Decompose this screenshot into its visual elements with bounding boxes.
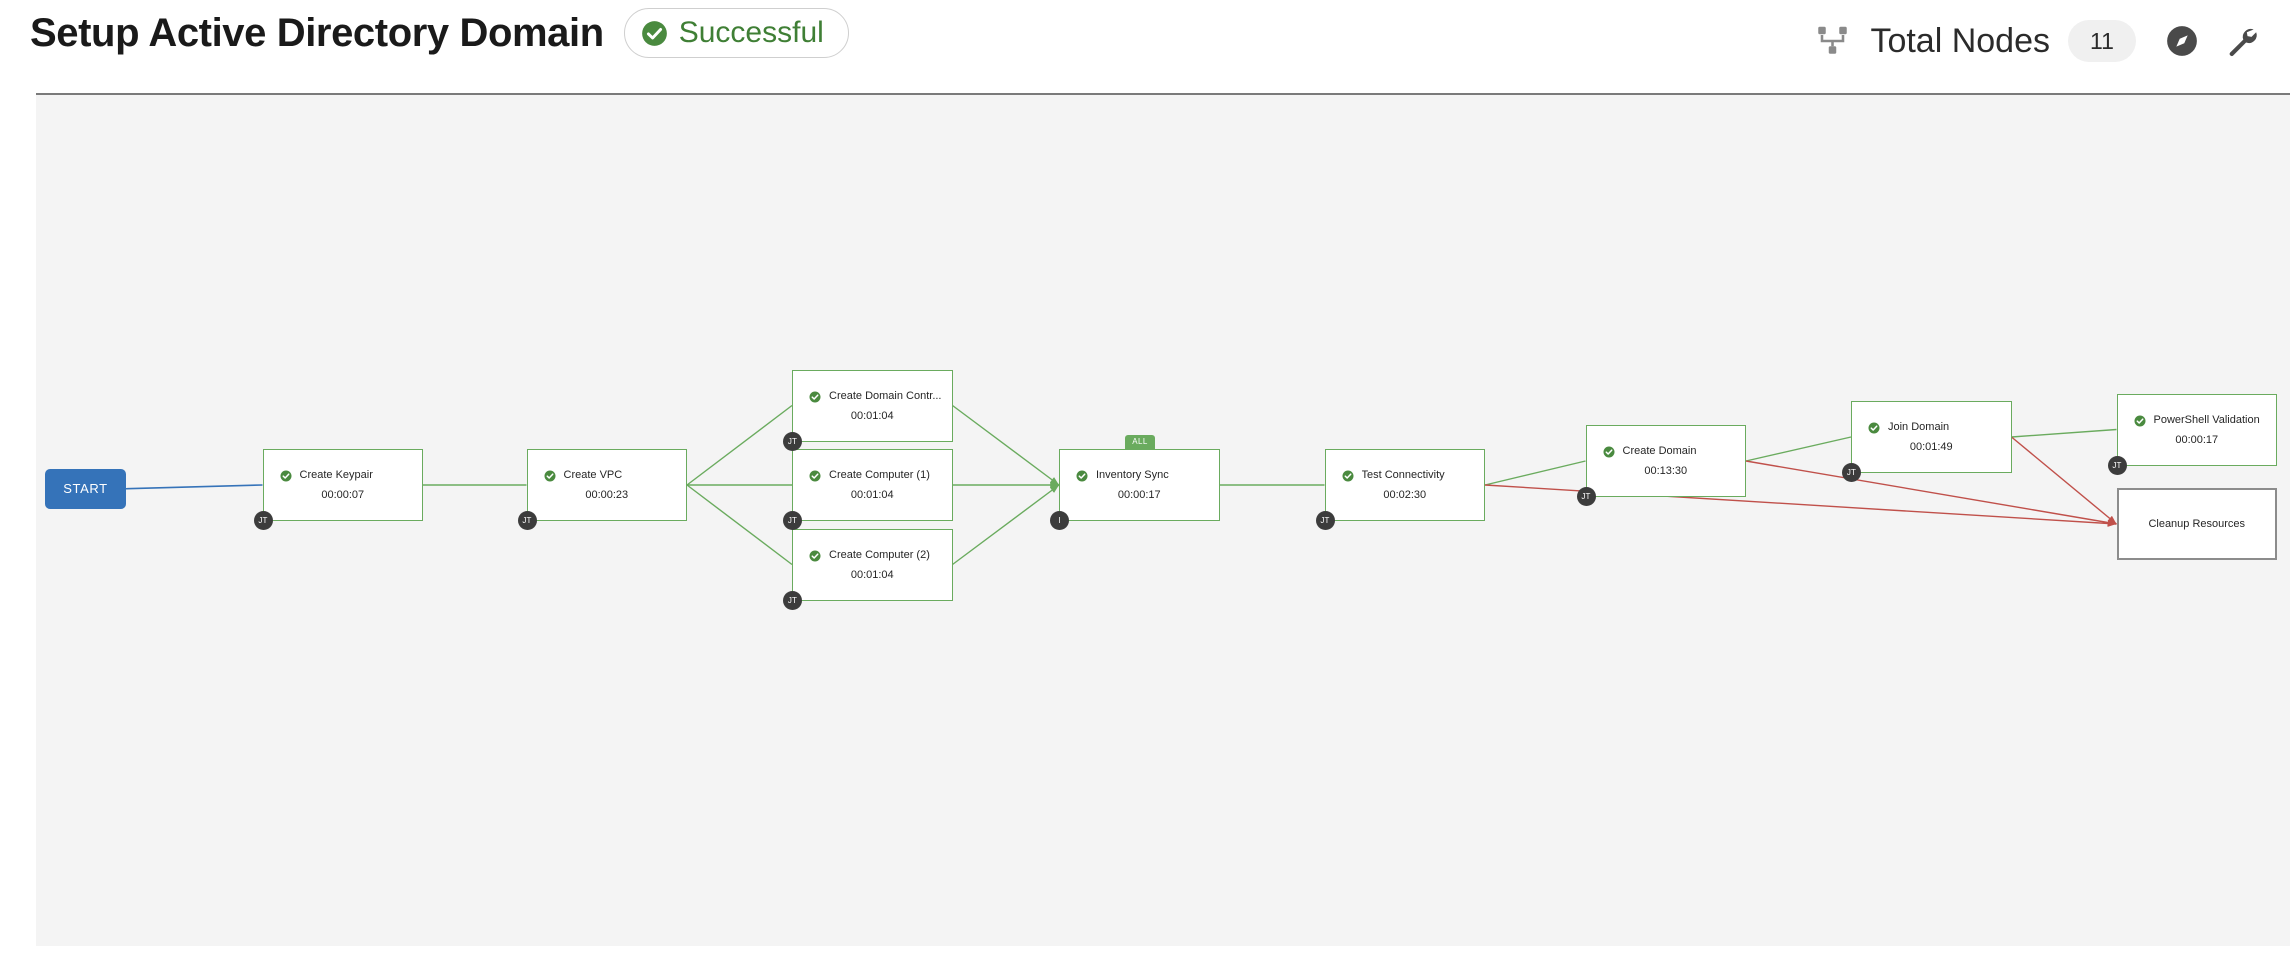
- check-circle-icon: [809, 390, 821, 402]
- check-circle-icon: [641, 20, 668, 47]
- edge-join-domain-to-powershell-validation: [2011, 428, 2117, 438]
- node-type-badge-create-computer-2[interactable]: JT: [783, 590, 802, 610]
- node-title-row: Create VPC: [528, 469, 687, 482]
- edge-create-domain-to-cleanup-resources: [1745, 460, 2117, 526]
- edge-create-domain-to-join-domain: [1745, 436, 1852, 462]
- page-header: Setup Active Directory Domain Successful…: [0, 0, 2290, 94]
- node-cleanup-resources[interactable]: Cleanup Resources: [2116, 488, 2277, 560]
- node-title-row: Cleanup Resources: [2119, 518, 2276, 530]
- node-title-row: PowerShell Validation: [2118, 414, 2277, 426]
- header-divider: [36, 93, 2290, 95]
- sitemap-icon: [1816, 23, 1852, 59]
- node-title-row: Create Computer (1): [793, 469, 952, 482]
- node-create-domain[interactable]: Create Domain 00:13:30: [1585, 425, 1746, 497]
- node-label: PowerShell Validation: [2153, 413, 2260, 426]
- total-nodes-count: 11: [2068, 20, 2136, 62]
- header-right-group: Total Nodes 11: [1816, 6, 2264, 76]
- node-elapsed-time: 00:00:07: [321, 489, 365, 501]
- check-circle-icon: [809, 549, 821, 561]
- node-title-row: Create Domain: [1587, 445, 1746, 458]
- node-create-keypair[interactable]: Create Keypair 00:00:07: [262, 449, 423, 521]
- edge-create-domain-controller-to-inventory-sync: [952, 404, 1060, 486]
- node-label: Create Computer (2): [829, 548, 930, 561]
- node-elapsed-time: 00:00:23: [585, 489, 629, 501]
- total-nodes-label: Total Nodes: [1870, 21, 2050, 60]
- node-elapsed-time: 00:00:17: [1117, 489, 1161, 501]
- node-label: Create Computer (1): [829, 469, 930, 481]
- check-circle-icon: [2134, 414, 2146, 426]
- node-inventory-sync[interactable]: Inventory Sync 00:00:17: [1059, 449, 1220, 521]
- node-label: Create Domain: [1622, 445, 1697, 457]
- edge-layer: [125, 404, 2117, 566]
- convergence-badge-inventory-sync: ALL: [1125, 435, 1155, 449]
- node-type-badge-create-computer-1[interactable]: JT: [783, 511, 802, 530]
- node-type-badge-powershell-validation[interactable]: JT: [2107, 455, 2127, 475]
- node-elapsed-time: 00:02:30: [1383, 489, 1427, 501]
- node-title-row: Inventory Sync: [1060, 469, 1219, 482]
- node-label: Create VPC: [563, 469, 623, 481]
- node-create-vpc[interactable]: Create VPC 00:00:23: [526, 449, 687, 521]
- edge-test-connectivity-to-create-domain: [1484, 460, 1586, 486]
- check-circle-icon: [1603, 445, 1615, 458]
- check-circle-icon: [544, 469, 556, 482]
- node-join-domain[interactable]: Join Domain 00:01:49: [1851, 401, 2012, 473]
- header-left-group: Setup Active Directory Domain Successful: [30, 8, 849, 58]
- node-type-badge-inventory-sync[interactable]: I: [1050, 511, 1069, 530]
- page-title: Setup Active Directory Domain: [30, 10, 604, 55]
- node-title-row: Create Computer (2): [793, 549, 952, 561]
- status-badge: Successful: [623, 8, 849, 58]
- node-elapsed-time: 00:01:04: [850, 409, 894, 422]
- node-label: Create Domain Contr...: [829, 389, 942, 402]
- check-circle-icon: [1076, 469, 1088, 482]
- node-create-computer-1[interactable]: Create Computer (1) 00:01:04: [792, 449, 953, 521]
- status-badge-label: Successful: [678, 16, 824, 49]
- node-type-badge-create-keypair[interactable]: JT: [253, 511, 273, 530]
- wrench-icon[interactable]: [2220, 19, 2264, 63]
- node-type-badge-test-connectivity[interactable]: JT: [1315, 511, 1335, 530]
- node-elapsed-time: 00:13:30: [1644, 465, 1688, 477]
- node-test-connectivity[interactable]: Test Connectivity 00:02:30: [1324, 449, 1485, 521]
- check-circle-icon: [809, 469, 821, 482]
- node-elapsed-time: 00:01:49: [1909, 441, 1953, 453]
- edge-create-computer-2-to-inventory-sync: [952, 484, 1060, 566]
- start-node[interactable]: START: [45, 468, 126, 509]
- check-circle-icon: [280, 469, 292, 482]
- node-type-badge-create-domain[interactable]: JT: [1576, 487, 1596, 506]
- compass-icon[interactable]: [2160, 19, 2204, 63]
- node-type-badge-create-vpc[interactable]: JT: [517, 511, 537, 530]
- node-title-row: Create Keypair: [264, 469, 423, 482]
- check-circle-icon: [1868, 421, 1880, 434]
- node-title-row: Test Connectivity: [1326, 469, 1485, 482]
- check-circle-icon: [1342, 469, 1354, 482]
- node-create-domain-controller[interactable]: Create Domain Contr... 00:01:04: [792, 369, 953, 442]
- edge-start-to-create-keypair: [125, 484, 263, 490]
- node-title-row: Create Domain Contr...: [793, 390, 952, 402]
- node-elapsed-time: 00:01:04: [850, 489, 894, 501]
- node-elapsed-time: 00:00:17: [2175, 433, 2219, 446]
- node-type-badge-join-domain[interactable]: JT: [1842, 463, 1861, 482]
- start-node-label: START: [63, 481, 108, 497]
- node-powershell-validation[interactable]: PowerShell Validation 00:00:17: [2116, 393, 2277, 466]
- node-type-badge-create-domain-controller[interactable]: JT: [783, 431, 802, 451]
- node-create-computer-2[interactable]: Create Computer (2) 00:01:04: [792, 528, 953, 601]
- node-label: Inventory Sync: [1096, 469, 1169, 481]
- node-label: Cleanup Resources: [2148, 518, 2246, 530]
- node-label: Join Domain: [1888, 421, 1950, 433]
- edge-create-vpc-to-create-computer-2: [686, 484, 793, 566]
- node-label: Test Connectivity: [1361, 469, 1445, 481]
- node-elapsed-time: 00:01:04: [850, 568, 894, 581]
- edge-create-vpc-to-create-domain-controller: [686, 404, 793, 486]
- edge-join-domain-to-cleanup-resources: [2011, 436, 2117, 525]
- node-label: Create Keypair: [299, 469, 373, 481]
- node-title-row: Join Domain: [1852, 421, 2011, 434]
